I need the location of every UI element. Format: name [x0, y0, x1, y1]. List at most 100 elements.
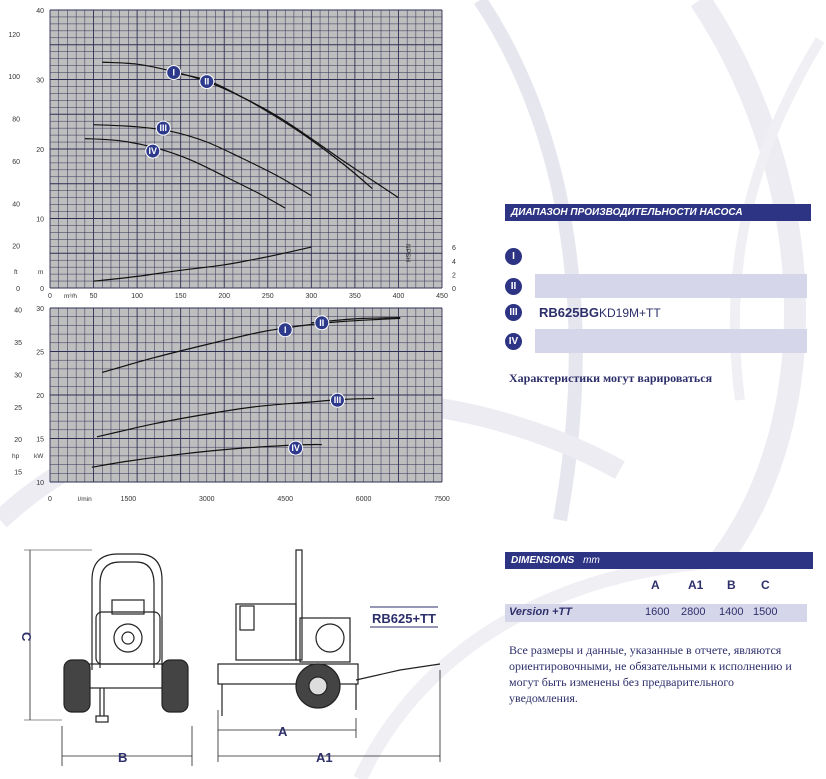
y-tick-label-m: 20 [36, 147, 44, 154]
x-tick-label: 3000 [199, 496, 215, 503]
curve-marker [199, 74, 215, 90]
model-name-suffix: KD19M+TT [598, 306, 661, 320]
dim-columns: A A1 B C [505, 578, 807, 594]
roman-badge: III [505, 304, 522, 321]
y-tick-label-hp: 35 [14, 340, 22, 347]
front-view-drawing [24, 549, 193, 766]
dim-label-a1: A1 [316, 750, 333, 765]
y-tick-label-m: 40 [36, 8, 44, 15]
curve-marker-label: II [204, 77, 209, 87]
curve-marker [166, 65, 182, 81]
y-unit-kw: kW [34, 453, 44, 460]
x-tick-label: 1500 [121, 496, 137, 503]
x-tick-label: 300 [305, 293, 317, 300]
dim-val-b: 1400 [719, 606, 744, 618]
curve-marker-label: I [284, 325, 287, 335]
dim-val-a: 1600 [645, 606, 670, 618]
series-line [93, 124, 312, 197]
curve-marker-label: III [159, 123, 167, 133]
curve-marker-label: I [172, 68, 175, 78]
dim-col-c: C [761, 578, 770, 592]
model-name-main: RB625BG [539, 305, 599, 320]
y-tick-label-ft: 120 [8, 32, 20, 39]
model-row-4-band [535, 329, 807, 353]
dim-col-a: A [651, 578, 660, 592]
y-tick-label-ft: 60 [12, 159, 20, 166]
dim-label-c: C [19, 632, 34, 642]
pump-drawing: C B A A1 RB625+TT [19, 549, 441, 766]
x-tick-label: 6000 [356, 496, 372, 503]
npsh-unit-label: NPSH [404, 244, 411, 262]
curve-marker [329, 392, 345, 408]
npsh-tick-label: 6 [452, 245, 456, 252]
x-tick-label: 50 [90, 293, 98, 300]
series-line [93, 246, 312, 282]
x-tick-label: 100 [131, 293, 143, 300]
y-tick-label-hp: 15 [14, 470, 22, 477]
y-tick-label-kw: 10 [36, 480, 44, 487]
dim-row: Version +TT 1600 2800 1400 1500 [505, 604, 807, 622]
disclaimer: Все размеры и данные, указанные в отчете… [509, 643, 792, 705]
roman-badge: II [505, 278, 522, 295]
npsh-tick-label: 2 [452, 272, 456, 279]
y-tick-label-hp: 20 [14, 437, 22, 444]
y-tick-label-hp: 40 [14, 307, 22, 314]
y-tick-label-kw: 30 [36, 306, 44, 313]
curve-marker [277, 322, 293, 338]
curve-marker [314, 315, 330, 331]
x-tick-label: 0 [48, 293, 52, 300]
side-view-drawing [217, 549, 441, 762]
x-tick-label: 0 [48, 496, 52, 503]
model-name: RB625BGKD19M+TT [539, 305, 661, 320]
chart-grid [49, 307, 443, 483]
dim-header: DIMENSIONS mm [505, 552, 813, 569]
y-unit-m: m [38, 269, 43, 276]
roman-badge: IV [505, 333, 522, 350]
x-tick-label: 200 [218, 293, 230, 300]
x-tick-label: 7500 [434, 496, 450, 503]
curve-marker [155, 120, 171, 136]
y-tick-label-ft: 100 [8, 74, 20, 81]
dim-row-label: Version +TT [509, 606, 572, 618]
dim-val-a1: 2800 [681, 606, 706, 618]
dim-col-b: B [727, 578, 736, 592]
curve-marker-label: II [319, 318, 324, 328]
dim-col-a1: A1 [688, 578, 704, 592]
dim-header-title: DIMENSIONS [511, 555, 575, 566]
x-tick-label: 350 [349, 293, 361, 300]
curve-marker [288, 440, 304, 456]
model-row-3: III RB625BGKD19M+TT [505, 304, 807, 324]
perf-note: Характеристики могут варироваться [509, 371, 713, 385]
dim-label-b: B [118, 750, 127, 765]
model-row-2: II [505, 278, 522, 295]
x-tick-label: 150 [175, 293, 187, 300]
npsh-tick-label: 0 [452, 286, 456, 293]
y-tick-label-m: 10 [36, 217, 44, 224]
curve-marker-label: IV [149, 146, 158, 156]
y-unit-ft: ft [14, 269, 18, 276]
y-tick-label-hp: 25 [14, 405, 22, 412]
curve-marker-label: IV [291, 443, 300, 453]
y-tick-label-ft: 80 [12, 117, 20, 124]
roman-badge: I [505, 248, 522, 265]
x-tick-label: 4500 [277, 496, 293, 503]
perf-header: ДИАПАЗОН ПРОИЗВОДИТЕЛЬНОСТИ НАСОСА [505, 204, 811, 221]
y-tick-label-m: 0 [40, 286, 44, 293]
dim-label-a: A [278, 724, 288, 739]
x-tick-label: 400 [393, 293, 405, 300]
x-tick-label: 450 [436, 293, 448, 300]
dim-val-c: 1500 [753, 606, 778, 618]
model-row-2-band [535, 274, 807, 298]
dim-unit: mm [583, 555, 600, 566]
y-tick-label-kw: 20 [36, 393, 44, 400]
y-tick-label-kw: 15 [36, 437, 44, 444]
model-row-4: IV [505, 333, 522, 350]
y-tick-label-hp: 30 [14, 372, 22, 379]
model-row-1: I [505, 248, 807, 265]
